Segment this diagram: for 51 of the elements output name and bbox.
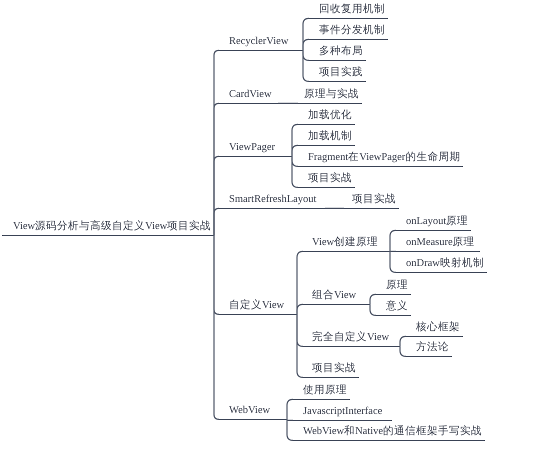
subtopic: JavascriptInterface xyxy=(293,404,392,421)
connector-line xyxy=(390,250,396,252)
connector-line xyxy=(302,38,310,50)
connector-line xyxy=(389,230,397,252)
subtopic: 原理 xyxy=(376,278,411,295)
connector-line xyxy=(302,50,310,82)
subtopic: 项目实战 xyxy=(303,361,359,378)
subtopic: 完全自定义View xyxy=(303,330,400,347)
subtopic: onDraw映射机制 xyxy=(396,256,487,273)
connector-line xyxy=(389,251,397,273)
subtopic: 多种布局 xyxy=(309,44,366,61)
subtopic: 意义 xyxy=(376,299,411,316)
subtopic: 加载优化 xyxy=(298,108,355,125)
subtopic: 核心框架 xyxy=(406,320,463,337)
subtopic: 项目实践 xyxy=(309,65,366,82)
subtopic: onMeasure原理 xyxy=(396,235,480,252)
connector-line xyxy=(369,294,377,304)
branch-topic: CardView xyxy=(219,87,278,104)
branch-topic: SmartRefreshLayout xyxy=(219,192,325,209)
subtopic: onLayout原理 xyxy=(396,214,472,231)
branch-topic: 自定义View xyxy=(219,298,297,315)
connector-line xyxy=(325,208,344,209)
subtopic: 加载机制 xyxy=(298,129,355,146)
connector-line xyxy=(291,156,299,188)
subtopic: 组合View xyxy=(303,288,370,305)
branch-topic: RecyclerView xyxy=(219,34,303,51)
subtopic: 事件分发机制 xyxy=(309,23,388,40)
branch-topic: ViewPager xyxy=(219,140,292,157)
subtopic: 项目实战 xyxy=(298,171,355,188)
subtopic: Fragment在ViewPager的生命周期 xyxy=(298,150,464,167)
connector-line xyxy=(286,418,293,421)
connector-line xyxy=(296,314,304,378)
connector-line xyxy=(291,144,299,156)
branch-topic: WebView xyxy=(219,403,287,420)
connector-line xyxy=(369,304,377,316)
subtopic: 方法论 xyxy=(406,340,452,357)
connector-line xyxy=(399,346,407,357)
connector-line xyxy=(296,304,304,314)
connector-line xyxy=(286,419,294,441)
subtopic: View创建原理 xyxy=(303,235,390,252)
connector-line xyxy=(213,235,220,420)
connector-line xyxy=(278,102,298,104)
subtopic: 项目实战 xyxy=(344,192,399,209)
subtopic: 回收复用机制 xyxy=(309,2,388,19)
connector-line xyxy=(213,208,220,236)
connector-line xyxy=(286,398,294,420)
root-topic: View源码分析与高级自定义View项目实战 xyxy=(2,219,214,236)
subtopic: 原理与实战 xyxy=(298,87,362,104)
subtopic: 使用原理 xyxy=(293,383,350,400)
connector-line xyxy=(399,336,407,346)
subtopic: WebView和Native的通信框架手写实战 xyxy=(293,424,486,441)
